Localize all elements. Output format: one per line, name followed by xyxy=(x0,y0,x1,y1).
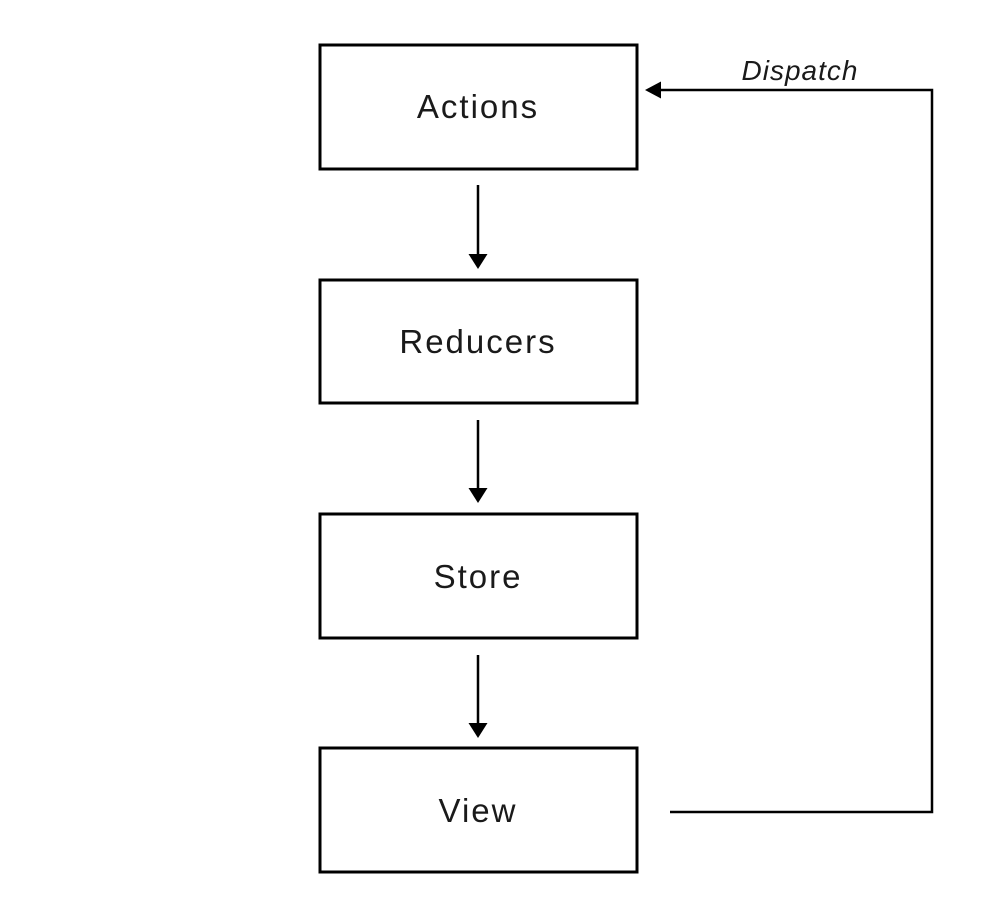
reducers-label: Reducers xyxy=(399,323,556,360)
actions-box xyxy=(318,43,639,171)
actions-label: Actions xyxy=(417,88,539,125)
dispatch-label: Dispatch xyxy=(742,55,859,86)
arrowhead-left-icon xyxy=(645,81,661,99)
node-actions: Actions xyxy=(318,43,639,171)
reducers-box xyxy=(318,278,639,405)
view-box xyxy=(318,746,639,874)
node-store: Store xyxy=(318,512,639,640)
arrow-reducers-to-store xyxy=(468,420,488,503)
arrow-store-to-view xyxy=(468,655,488,738)
node-reducers: Reducers xyxy=(318,278,639,405)
dispatch-edge-path xyxy=(660,88,934,814)
node-view: View xyxy=(318,746,639,874)
store-box xyxy=(318,512,639,640)
arrow-view-to-actions-dispatch: Dispatch xyxy=(645,55,934,814)
arrowhead-down-icon xyxy=(468,254,488,269)
arrowhead-down-icon xyxy=(468,488,488,503)
store-label: Store xyxy=(434,558,523,595)
arrowhead-down-icon xyxy=(468,723,488,738)
arrow-actions-to-reducers xyxy=(468,185,488,269)
view-label: View xyxy=(439,792,518,829)
